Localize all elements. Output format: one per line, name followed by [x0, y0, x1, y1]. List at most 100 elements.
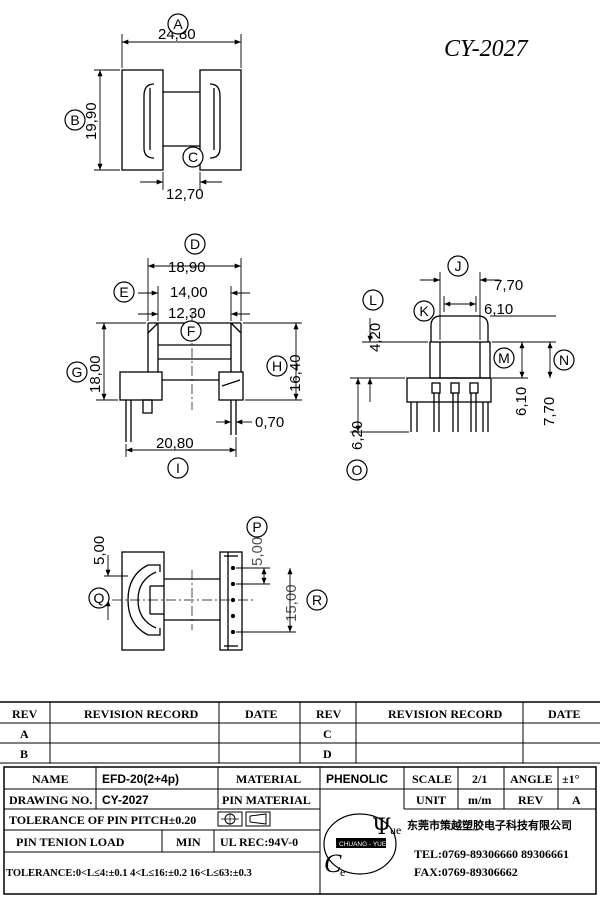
callout-circle-n	[553, 349, 575, 371]
company-fax: FAX:0769-89306662	[414, 865, 518, 879]
callout-letter-f: F	[187, 323, 196, 339]
unit-value: m/m	[468, 793, 491, 807]
dim-g-value: 18,00	[87, 355, 104, 393]
dim-i-value: 20,80	[156, 435, 194, 452]
callout-letter-i: I	[176, 460, 180, 476]
rev-header-5: REVISION RECORD	[388, 707, 503, 721]
dim-o-value: 7,70	[541, 397, 558, 426]
svg-text:e: e	[340, 865, 345, 879]
dim-d-value: 18,90	[168, 259, 206, 276]
callout-letter-l: L	[369, 292, 377, 308]
rev-label: REV	[518, 793, 544, 807]
dim-pin-width-value: 0,70	[255, 414, 284, 431]
rev-row-b: B	[20, 747, 28, 761]
callout-circle-r	[306, 589, 328, 611]
ul-rec: UL REC:94V-0	[220, 835, 298, 849]
callout-circle-j	[447, 255, 469, 277]
psi-icon: Ψ	[372, 815, 391, 840]
rev-row-a: A	[20, 727, 29, 741]
pin-material-label: PIN MATERIAL	[222, 793, 311, 807]
angle-label: ANGLE	[510, 772, 553, 786]
callout-letter-q: Q	[94, 590, 105, 606]
callout-circle-h	[266, 355, 288, 377]
dim-r-value: 15,00	[283, 584, 300, 622]
rev-header-1: REV	[12, 707, 38, 721]
title-block	[3, 766, 597, 895]
callout-letter-r: R	[312, 592, 322, 608]
rev-row-c: C	[323, 727, 332, 741]
callout-letter-g: G	[72, 364, 83, 380]
scale-label: SCALE	[412, 772, 452, 786]
rev-header-6: DATE	[548, 707, 580, 721]
callout-letter-p: P	[252, 519, 261, 535]
callout-circle-m	[493, 347, 515, 369]
dim-p-value: 5,00	[249, 537, 266, 566]
callout-letter-b: B	[70, 112, 79, 128]
angle-value: ±1°	[562, 772, 580, 786]
name-label: NAME	[32, 772, 69, 786]
rev-value: A	[572, 793, 581, 807]
svg-text:CHUANG - YUE: CHUANG - YUE	[339, 841, 387, 848]
callout-circle-i	[167, 457, 189, 479]
drawing-no-value: CY-2027	[102, 793, 149, 807]
callout-circle-o	[346, 459, 368, 481]
callout-circle-g	[66, 361, 88, 383]
material-value: PHENOLIC	[326, 772, 388, 786]
rev-header-3: DATE	[245, 707, 277, 721]
callout-circle-l	[362, 289, 384, 311]
dim-e2-value: 12,30	[168, 305, 206, 322]
pin-pitch-tolerance: TOLERANCE OF PIN PITCH±0.20	[9, 813, 196, 827]
callout-letter-e: E	[119, 284, 128, 300]
side-view	[350, 272, 556, 433]
top-view	[94, 34, 242, 190]
dim-h-value: 16,40	[287, 354, 304, 392]
company-name: 东莞市策越塑胶电子科技有限公司	[407, 818, 572, 832]
company-logo: CHUANG - YUE C e Ψ ue	[323, 813, 401, 879]
callout-circle-a	[167, 13, 189, 35]
dim-n-value: 6,10	[513, 387, 530, 416]
callout-circle-b	[64, 109, 86, 131]
callout-circle-e	[113, 281, 135, 303]
callout-circle-f	[180, 320, 202, 342]
rev-header-2: REVISION RECORD	[84, 707, 199, 721]
rev-row-d: D	[323, 747, 332, 761]
material-label: MATERIAL	[236, 772, 301, 786]
callout-letter-j: J	[455, 258, 462, 274]
scale-value: 2/1	[472, 772, 487, 786]
callout-letter-h: H	[272, 358, 282, 374]
callout-letter-n: N	[559, 352, 569, 368]
callout-letter-c: C	[188, 149, 198, 165]
callout-circle-k	[413, 300, 435, 322]
dim-c-value: 12,70	[166, 186, 204, 203]
rev-header-4: REV	[316, 707, 342, 721]
callout-circle-d	[184, 233, 206, 255]
model-title: CY-2027	[444, 36, 529, 62]
pin-tension-label: PIN TENION LOAD	[16, 835, 125, 849]
dim-q-value: 5,00	[91, 536, 108, 565]
name-value: EFD-20(2+4p)	[102, 772, 179, 786]
dim-k-value: 6,10	[484, 301, 513, 318]
revision-table	[0, 701, 600, 764]
drawing-no-label: DRAWING NO.	[9, 793, 92, 807]
callout-letter-o: O	[352, 462, 363, 478]
callout-labels: A B C D E F G H I J K L M N O P Q R	[64, 13, 575, 611]
callout-letter-d: D	[190, 236, 200, 252]
svg-text:ue: ue	[390, 823, 401, 837]
callout-circle-q	[88, 587, 110, 609]
dim-m-value: 6,20	[349, 421, 366, 450]
svg-text:C: C	[324, 849, 342, 878]
dim-e-value: 14,00	[170, 284, 208, 301]
callout-letter-k: K	[419, 303, 429, 319]
callout-letter-m: M	[498, 350, 510, 366]
callout-circle-p	[246, 516, 268, 538]
dim-b-value: 19,90	[83, 102, 100, 140]
pin-tension-value: MIN	[176, 835, 201, 849]
callout-circle-c	[182, 146, 204, 168]
callout-letter-a: A	[173, 16, 183, 32]
dim-l-value: 4,20	[367, 323, 384, 352]
unit-label: UNIT	[416, 793, 446, 807]
general-tolerance: TOLERANCE:0<L≤4:±0.1 4<L≤16:±0.2 16<L≤63…	[6, 868, 252, 879]
dim-j-value: 7,70	[494, 277, 523, 294]
bottom-view	[104, 551, 296, 651]
